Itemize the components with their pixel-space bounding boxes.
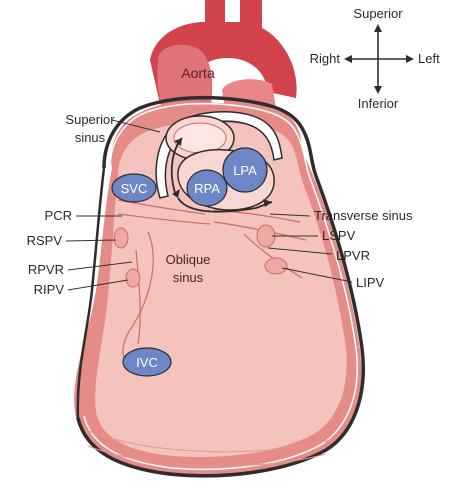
label-oblique-sinus-1: Oblique bbox=[166, 252, 211, 267]
label-rspv: RSPV bbox=[27, 233, 63, 248]
label-lipv: LIPV bbox=[356, 275, 385, 290]
pulmonary-vein-ostia bbox=[113, 224, 288, 288]
lipv-ostium bbox=[264, 257, 288, 275]
pericardium-contour-outer bbox=[76, 95, 365, 478]
label-superior-sinus-2: sinus bbox=[75, 130, 106, 145]
label-superior-sinus-1: Superior bbox=[65, 112, 115, 127]
compass-superior: Superior bbox=[353, 6, 403, 21]
label-rpa: RPA bbox=[194, 181, 220, 196]
orientation-compass: Superior Inferior Right Left bbox=[310, 6, 440, 111]
pericardium-left-edge bbox=[76, 167, 106, 419]
label-lpa: LPA bbox=[233, 163, 257, 178]
label-oblique-sinus-2: sinus bbox=[173, 270, 204, 285]
rspv-ostium bbox=[113, 227, 129, 249]
label-ivc: IVC bbox=[136, 355, 158, 370]
rpa-vessel bbox=[186, 169, 228, 207]
heart-base-bands bbox=[85, 429, 331, 467]
svc-vessel bbox=[111, 173, 157, 203]
lpa-vessel bbox=[222, 147, 268, 193]
compass-inferior: Inferior bbox=[358, 96, 399, 111]
compass-right: Right bbox=[310, 51, 341, 66]
label-ripv: RIPV bbox=[34, 282, 65, 297]
label-rpvr: RPVR bbox=[28, 262, 64, 277]
ivc-vessel bbox=[122, 347, 172, 377]
leader-lines bbox=[65, 119, 353, 291]
label-pcr: PCR bbox=[45, 208, 72, 223]
pericardium-contour-inner bbox=[83, 102, 358, 471]
label-aorta: Aorta bbox=[181, 65, 215, 81]
label-lpvr: LPVR bbox=[336, 248, 370, 263]
ripv-ostium bbox=[125, 268, 141, 288]
label-transverse-sinus: Transverse sinus bbox=[314, 208, 413, 223]
transverse-sinus-arrow bbox=[170, 137, 273, 213]
label-svc: SVC bbox=[121, 181, 148, 196]
label-lspv: LSPV bbox=[322, 228, 356, 243]
compass-left: Left bbox=[418, 51, 440, 66]
